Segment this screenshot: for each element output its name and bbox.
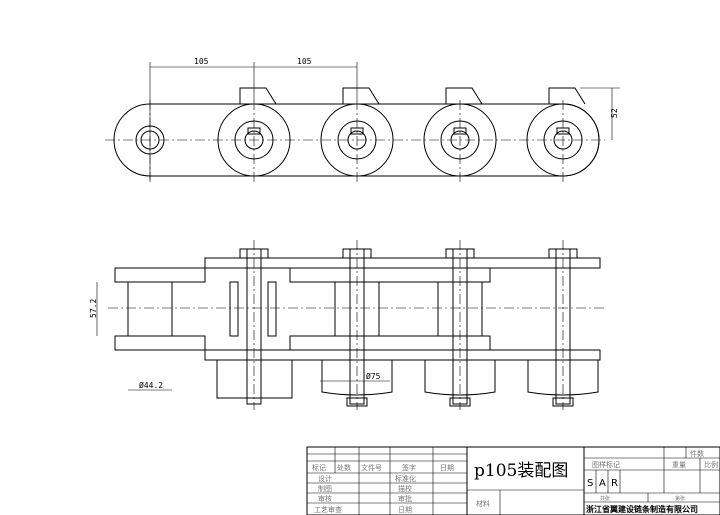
- sar-r: R: [611, 478, 618, 489]
- wheel-dia-dim: Ø75: [366, 371, 381, 381]
- row-review: 审核: [318, 494, 332, 503]
- roller-dia-dim: Ø44.2: [139, 380, 163, 390]
- chain-link-joint: [217, 87, 291, 182]
- top-view: 105 105 52: [105, 57, 620, 182]
- pin-roller-assembly: [239, 240, 269, 410]
- mark-label: 图样标记: [592, 460, 620, 469]
- lbl-check: 描校: [398, 484, 412, 493]
- lbl-standard: 标准化: [395, 474, 416, 483]
- material-label: 材料: [476, 499, 490, 508]
- height-dim: 52: [610, 108, 619, 118]
- drawing-title: p105装配图: [474, 461, 568, 481]
- lbl-date: 日期: [398, 506, 412, 514]
- count-label: 件数: [690, 449, 704, 458]
- pitch-dim-1: 105: [194, 57, 209, 66]
- chain-link-joint: [423, 87, 497, 182]
- hdr-date: 日期: [440, 464, 454, 472]
- pitch-dim-2: 105: [297, 57, 312, 66]
- lbl-approve: 审批: [398, 494, 412, 503]
- scale-label: 比例: [704, 460, 718, 469]
- sar-s: S: [587, 478, 593, 489]
- pin-roller-assembly: [527, 240, 599, 410]
- hdr-count: 处数: [337, 463, 351, 472]
- side-view: 57.2 Ø44.2 Ø75: [89, 240, 605, 410]
- hdr-doc: 文件号: [361, 463, 382, 472]
- weight-label: 重量: [672, 461, 686, 469]
- pin-roller-assembly: [424, 240, 496, 410]
- company-name: 浙江省翼建设链条制造有限公司: [586, 504, 698, 514]
- roller-width-dim: 57.2: [89, 299, 98, 318]
- title-block: 标记 处数 文件号 签字 日期 设计 制图 审核 工艺审查 标准化 描校 审批 …: [306, 446, 720, 515]
- pin-roller-assembly: [321, 240, 393, 410]
- hdr-sign: 签字: [402, 463, 416, 472]
- row-design: 设计: [318, 474, 332, 483]
- row-draw: 制图: [318, 484, 332, 493]
- hdr-mark: 标记: [312, 463, 326, 472]
- chain-link-joint: [526, 87, 600, 182]
- chain-link-joint: [320, 87, 394, 182]
- sar-a: A: [599, 478, 606, 489]
- row-process: 工艺审查: [314, 505, 342, 514]
- sheet-no: 第张: [675, 495, 685, 502]
- sheets-total: 共张: [600, 495, 610, 502]
